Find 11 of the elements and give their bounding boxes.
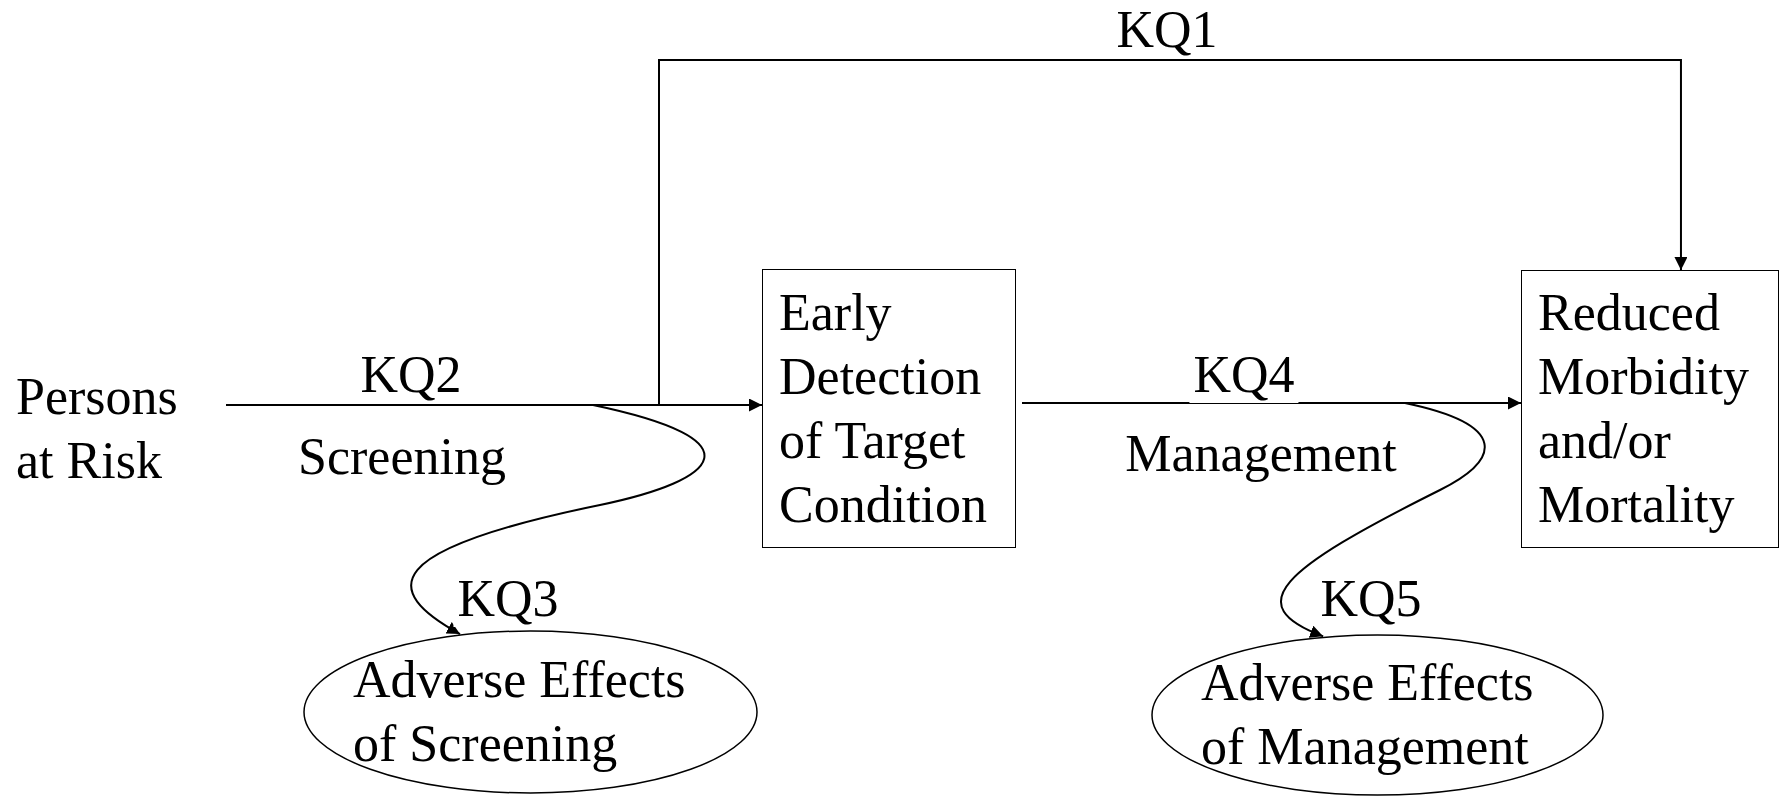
- outcome-ellipse: [303, 630, 758, 794]
- process-box: [1521, 270, 1779, 548]
- node-text: Adverse Effects of Management: [1201, 653, 1535, 777]
- outcome-ellipse: [1151, 634, 1604, 796]
- node-text: Reduced Morbidity and/or Mortality: [1538, 283, 1750, 535]
- step-label: Management: [1124, 426, 1398, 482]
- process-box: [762, 269, 1016, 548]
- node-text: Adverse Effects of Screening: [353, 650, 687, 774]
- node-text: Persons at Risk: [16, 367, 179, 491]
- node-text: Early Detection of Target Condition: [779, 282, 989, 535]
- step-label: Screening: [297, 429, 507, 485]
